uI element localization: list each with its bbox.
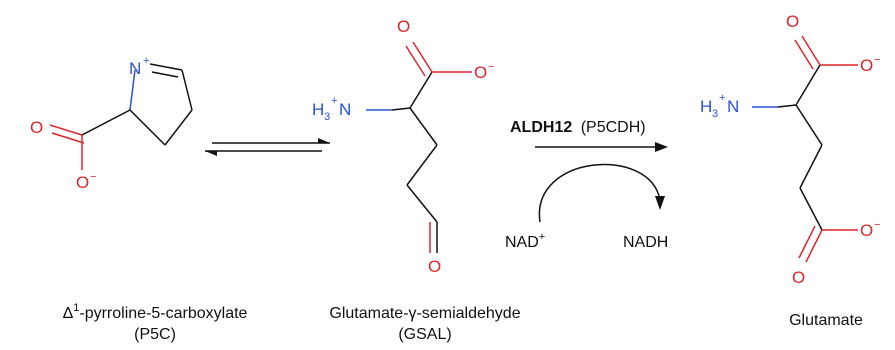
gsal-bond-ca-c — [409, 71, 433, 109]
gsal-bond-cg-cd — [406, 184, 438, 223]
p5c-o-minus: O — [76, 173, 89, 192]
cofactor-arrow-head — [655, 196, 665, 210]
glu-o-minus-top: O — [860, 56, 873, 75]
reaction-arrow-head — [655, 142, 668, 152]
nad-text: NAD — [505, 234, 539, 251]
glu-h3-sub: 3 — [712, 108, 718, 120]
glu-minus-charge-top: − — [874, 54, 880, 66]
glu-bond-cd-o-double — [798, 225, 816, 259]
molecule-gsal: H 3 + N O O − O — [312, 17, 494, 276]
gsal-bond-ca-cb — [409, 107, 438, 146]
nad-charge: + — [539, 231, 545, 243]
p5c-bond-c3-c4 — [164, 109, 193, 146]
gsal-o-carbonyl: O — [397, 17, 410, 36]
p5c-name-rest: -pyrroline-5-carboxylate — [79, 305, 247, 322]
forward-arrow-head — [318, 138, 330, 143]
glu-bond-cd-o — [805, 229, 823, 263]
glu-bond-ca-cb — [795, 104, 823, 146]
gsal-bond-c-o — [412, 41, 433, 73]
gsal-abbrev: (GSAL) — [398, 326, 451, 343]
glu-h3: H — [700, 97, 712, 116]
glu-bond-c-o — [801, 35, 821, 66]
gsal-name: Glutamate-γ-semialdehyde — [329, 305, 520, 322]
p5c-bond-c2-c3 — [129, 109, 166, 146]
p5c-n-plus: N — [129, 59, 141, 78]
glu-bond-cg-cd — [799, 187, 823, 231]
gsal-bond-ca — [391, 107, 411, 111]
glu-bond-ca — [777, 104, 797, 108]
molecule-p5c: N + O O − — [30, 55, 193, 192]
p5c-bond-co-double — [51, 132, 85, 144]
glu-minus-charge-bottom: − — [874, 219, 880, 231]
reverse-arrow-head — [205, 151, 217, 156]
enzyme-name: ALDH12 — [510, 119, 572, 136]
glu-plus-charge: + — [719, 92, 725, 104]
nad-label: NAD+ — [505, 231, 545, 251]
cofactor-curved-arrow — [538, 163, 661, 223]
p5c-bond-c5-n — [149, 63, 183, 71]
p5c-name: Δ1-pyrroline-5-carboxylate — [63, 302, 248, 322]
glu-o-carbonyl: O — [786, 12, 799, 31]
gsal-n: N — [339, 100, 351, 119]
glu-bond-c-o-double — [794, 39, 814, 70]
glu-bond-cb-cg — [799, 144, 823, 189]
p5c-plus-charge: + — [143, 55, 149, 67]
gsal-bond-c-o-double — [405, 45, 426, 77]
p5c-delta-sup: 1 — [73, 302, 79, 314]
enzyme-alias: (P5CDH) — [581, 119, 646, 136]
p5c-abbrev: (P5C) — [134, 326, 176, 343]
nadh-label: NADH — [623, 234, 668, 251]
enzyme-reaction: ALDH12 (P5CDH) NAD+ NADH — [505, 119, 668, 251]
glu-bond-ca-c — [795, 64, 821, 106]
gsal-minus-charge: − — [488, 61, 494, 73]
glu-o-carbonyl-bottom: O — [792, 268, 805, 287]
p5c-bond-n-c2 — [129, 69, 136, 111]
p5c-bond-co — [49, 124, 83, 136]
gsal-h3: H — [312, 100, 324, 119]
p5c-bond-c2-c6 — [81, 109, 131, 136]
gsal-bond-cb-cg — [406, 144, 438, 186]
glutamate-name: Glutamate — [789, 312, 863, 329]
p5c-delta: Δ — [63, 305, 74, 322]
compound-labels: Δ1-pyrroline-5-carboxylate (P5C) Glutama… — [63, 302, 863, 343]
p5c-bond-c5-n-double — [151, 71, 179, 78]
p5c-bond-c4-c5 — [181, 69, 193, 111]
gsal-o-aldehyde: O — [428, 257, 441, 276]
p5c-minus-charge: − — [90, 171, 96, 183]
gsal-plus-charge: + — [331, 95, 337, 107]
gsal-o-minus: O — [474, 63, 487, 82]
equilibrium-arrow — [205, 138, 330, 156]
enzyme-label: ALDH12 (P5CDH) — [510, 119, 646, 136]
glu-o-minus-bottom: O — [860, 221, 873, 240]
glu-n: N — [727, 97, 739, 116]
gsal-h3-sub: 3 — [324, 111, 330, 123]
p5c-o-carbonyl: O — [30, 118, 43, 137]
molecule-glutamate: H 3 + N O O − O − O — [700, 12, 880, 287]
